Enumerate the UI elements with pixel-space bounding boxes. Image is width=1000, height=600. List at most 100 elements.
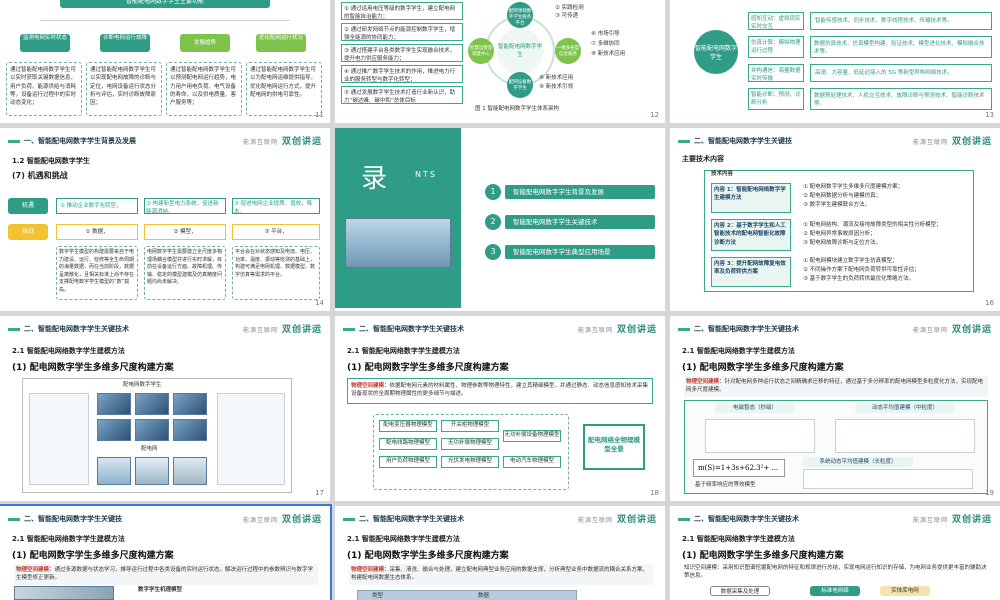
slide-thumb-20[interactable]: 二、智能配电网数字学生关键技 能源互联网双创讲运 2.1 智能配电网络数字学生建… xyxy=(0,504,332,600)
section-header: 二、智能配电网数字学生关键技术 xyxy=(678,324,799,334)
opportunity-3: ③ 促进电网企业提质、增效，降本， xyxy=(232,198,320,215)
right-panel xyxy=(217,393,285,485)
desc-text: 通过多源数据与状态学习，推导运行过程中各类设备的实时运行状态，解决运行过程中的参… xyxy=(16,567,314,582)
model-box-6: 用户负荷物理模型 xyxy=(379,456,437,468)
bottom-label: 基于频率响应的等效模型 xyxy=(695,482,756,488)
slide-thumb-11[interactable]: 智能配电网数字学生主要功能 监测电网实时状态 诊断电网运行故障 发展趋势 优化配… xyxy=(0,0,330,123)
row-val-2: 数据仿真技术、仿真模型构建、验证技术、模型进化技术、模拟融合技术等。 xyxy=(810,36,992,58)
section-header: 二、智能配电网数字学生关键技术 xyxy=(678,514,799,524)
opportunity-label: 机遇 xyxy=(8,198,48,214)
toc-num-2: 2 xyxy=(485,214,501,230)
brand-mark: 能源互联网双创讲运 xyxy=(242,137,322,147)
3d-model-thumb-2 xyxy=(135,393,169,415)
challenge-label: 挑战 xyxy=(8,224,48,240)
data-table-header: 类型 数据 xyxy=(357,590,577,600)
description: 物理空间建模：依据配电网元素的材料属性、物理参数等物理特性，建立其精细模型，并通… xyxy=(347,378,653,404)
page-number: 16 xyxy=(985,299,994,307)
heading: (1) 配电网数字学生多维多尺度构建方案 xyxy=(682,551,844,561)
3d-model-thumb-3 xyxy=(173,393,207,415)
label-sys: 系统动态平均值建模（长粒度） xyxy=(803,457,913,467)
model-box-8: 电动汽车物理模型 xyxy=(503,456,561,468)
sub-heading: 2.1 智能配电网络数字学生建模方法 xyxy=(347,347,460,355)
slide-thumb-18[interactable]: 二、智能配电网数字学生关键技术 能源互联网双创讲运 2.1 智能配电网络数字学生… xyxy=(335,316,665,501)
description: 物理空间建模：采集、清洗、融合与处理，建立配电网典型业务应用的数据支撑，分析典型… xyxy=(349,564,653,585)
toc-item-3[interactable]: 智能配电网数字学生典型应用场景 xyxy=(505,245,655,259)
slide-thumb-12[interactable]: ① 通过运用电压等级的数字学生，建立配电网的智能自治能力； ② 通过研发网络节点… xyxy=(335,0,665,123)
section-header: 二、智能配电网数字学生关键技术 xyxy=(8,324,129,334)
grid-photo-1 xyxy=(97,457,131,485)
sub-heading: 2.1 智能配电网络数字学生建模方法 xyxy=(12,347,125,355)
th-data: 数据 xyxy=(478,593,490,599)
section-header: 一、智能配电网数字学生背景及发展 xyxy=(8,136,136,146)
desc-text: 针对配电网多种运行状态之间精确求迁移的特征，通过基于多分辨率的配电网模型多粒度化… xyxy=(686,379,984,394)
sub-heading: 2.1 智能配电网络数字学生建模方法 xyxy=(347,535,460,543)
note-3: 平台会在对状态感知及电流、电压、功率、温度、振动等检测的基础上，构建可满足电网机… xyxy=(232,246,320,300)
3d-model-thumb-5 xyxy=(135,419,169,441)
heading: (1) 配电网数字学生多维多尺度构建方案 xyxy=(682,363,844,373)
slide-thumb-15[interactable]: 录 NTS 1 智能配电网数字学生背景及发展 2 智能配电网数字学生关键技术 3… xyxy=(335,128,665,311)
brand-mark: 能源互联网双创讲运 xyxy=(577,325,657,335)
toc-num-1: 1 xyxy=(485,184,501,200)
brand-mark: 能源互联网双创讲运 xyxy=(912,515,992,525)
sub-heading: 1.2 智能配电网数字学生 xyxy=(12,157,90,165)
tab-diagnose: 诊断电网运行故障 xyxy=(100,34,150,52)
section-header: 二、智能配电网数字学生关键技 xyxy=(678,136,792,146)
brand-mark: 能源互联网双创讲运 xyxy=(242,515,322,525)
model-box-2: 开关柜物理模型 xyxy=(441,420,499,432)
th-type: 类型 xyxy=(372,593,384,599)
item-val-3a: ① 配电网模块建立数字学生仿真模型； xyxy=(803,258,898,264)
slide-thumb-14[interactable]: 一、智能配电网数字学生背景及发展 能源互联网双创讲运 1.2 智能配电网数字学生… xyxy=(0,128,330,311)
toc-sidebar: 录 NTS xyxy=(335,128,461,308)
sub-heading: 2.1 智能配电网络数字学生建模方法 xyxy=(682,347,795,355)
mid-label: 配电网 xyxy=(141,446,158,452)
page-number: 11 xyxy=(315,111,324,119)
opportunity-1: ① 推动企业数字化转型， xyxy=(56,198,138,214)
heading: 主要技术内容 xyxy=(682,155,724,163)
figure-caption: 图 1 智能配电网数字学生体系架构 xyxy=(475,106,559,112)
item-key-3: 内容 3：提升配网故障复电效率及负荷转供方案 xyxy=(711,257,791,287)
tab-trend: 发展趋势 xyxy=(180,34,230,52)
inner-title: 数字学生机理模型 xyxy=(138,587,183,593)
description: 物理空间建模：通过多源数据与状态学习，推导运行过程中各类设备的实时运行状态，解决… xyxy=(14,564,318,585)
row-val-4: 数据预处理技术、人机交互技术、故障诊断与预测技术、智能诊断技术等。 xyxy=(810,88,992,110)
right-label-1: ② 实践检测 xyxy=(555,5,584,11)
heading: (1) 配电网数字学生多维多尺度构建方案 xyxy=(12,363,174,373)
bullet-1: ① 通过运用电压等级的数字学生，建立配电网的智能自治能力； xyxy=(341,2,463,20)
description: 知识空间建模：采用知识图谱挖掘配电网的特征和规律进行总结，实现电网运行知识的存储… xyxy=(684,565,987,580)
toc-item-2[interactable]: 智能配电网数字学生关键技术 xyxy=(505,215,655,229)
bullet-2: ② 通过研发网络节点的能源控制数字学生，增强全能源的协同能力； xyxy=(341,23,463,41)
desc-text: 采集、清洗、融合与处理，建立配电网典型业务应用的数据支撑，分析典型业务中数据流的… xyxy=(351,567,649,582)
slide-thumb-17[interactable]: 二、智能配电网数字学生关键技术 能源互联网双创讲运 2.1 智能配电网络数字学生… xyxy=(0,316,330,501)
right-label-4: ⑦ 多维协同 xyxy=(591,41,620,47)
panorama-box: 配电网络全物理模型全景 xyxy=(583,424,645,470)
toc-item-1[interactable]: 智能配电网数字学生背景及发展 xyxy=(505,185,655,199)
slide-thumb-19[interactable]: 二、智能配电网数字学生关键技术 能源互联网双创讲运 2.1 智能配电网络数字学生… xyxy=(670,316,1000,501)
model-box-area xyxy=(373,414,569,490)
circuit-3 xyxy=(803,469,973,489)
box-title: 技术内容 xyxy=(711,171,734,177)
panorama-label: 配电网络全物理模型全景 xyxy=(588,436,640,454)
text-trend: 通过智能配电网数字学生可以预测配电网运行趋势，电力用户用电负荷、电气设备的寿命，… xyxy=(166,62,242,116)
cover-photo xyxy=(345,218,451,268)
brand-mark: 能源互联网双创讲运 xyxy=(577,515,657,525)
slide-thumb-21[interactable]: 二、智能配电网数字学生关键技术 能源互联网双创讲运 2.1 智能配电网络数字学生… xyxy=(335,506,665,600)
slide-thumb-16[interactable]: 二、智能配电网数字学生关键技 能源互联网双创讲运 主要技术内容 技术内容 内容 … xyxy=(670,128,1000,311)
label-avg: 动态平均值建模（中粒度） xyxy=(855,403,955,413)
section-header: 二、智能配电网数字学生关键技术 xyxy=(343,324,464,334)
formula-box: m(S)=1+3s+62.3²+ ... xyxy=(693,459,785,477)
bullet-4: ④ 通过推广数字学生技术的作用，推进电力行业的服务转型与数字化转型； xyxy=(341,65,463,83)
heading: (7) 机遇和挑战 xyxy=(12,171,68,180)
slide-thumb-13[interactable]: 智能配电网数字学生 感知互动：虚拟现实实时交互 智能传感技术、同步技术、数字线程… xyxy=(670,0,1000,123)
text-monitor: 通过智能配电网数字学生可以实时获取关键数据信息，用户负荷、能源供给与消耗等，设备… xyxy=(6,62,82,116)
model-diagram: 配电网数字学生 配电网 xyxy=(22,378,292,493)
item-val-1b: ② 配电网数据分析与建模仿真； xyxy=(803,193,882,199)
heading: (1) 配电网数字学生多维多尺度构建方案 xyxy=(347,551,509,561)
tech-content-box: 技术内容 内容 1：智能配电网络数字学生建模方法 ① 配电网数字学生多维多尺度建… xyxy=(704,170,974,292)
chip-entity: 实体库电网 xyxy=(880,586,930,596)
slide-thumb-22[interactable]: 二、智能配电网数字学生关键技术 能源互联网双创讲运 2.1 智能配电网络数字学生… xyxy=(670,506,1000,600)
row-key-2: 仿真计算：模拟物理运行过程 xyxy=(748,36,804,58)
item-val-2a: ① 配电网结构、潮流及接地故障类型的相关性分析模型； xyxy=(803,222,942,228)
node-1: 配网领域数字学生服务平台 xyxy=(507,2,533,28)
sub-heading: 2.1 智能配电网络数字学生建模方法 xyxy=(12,535,125,543)
